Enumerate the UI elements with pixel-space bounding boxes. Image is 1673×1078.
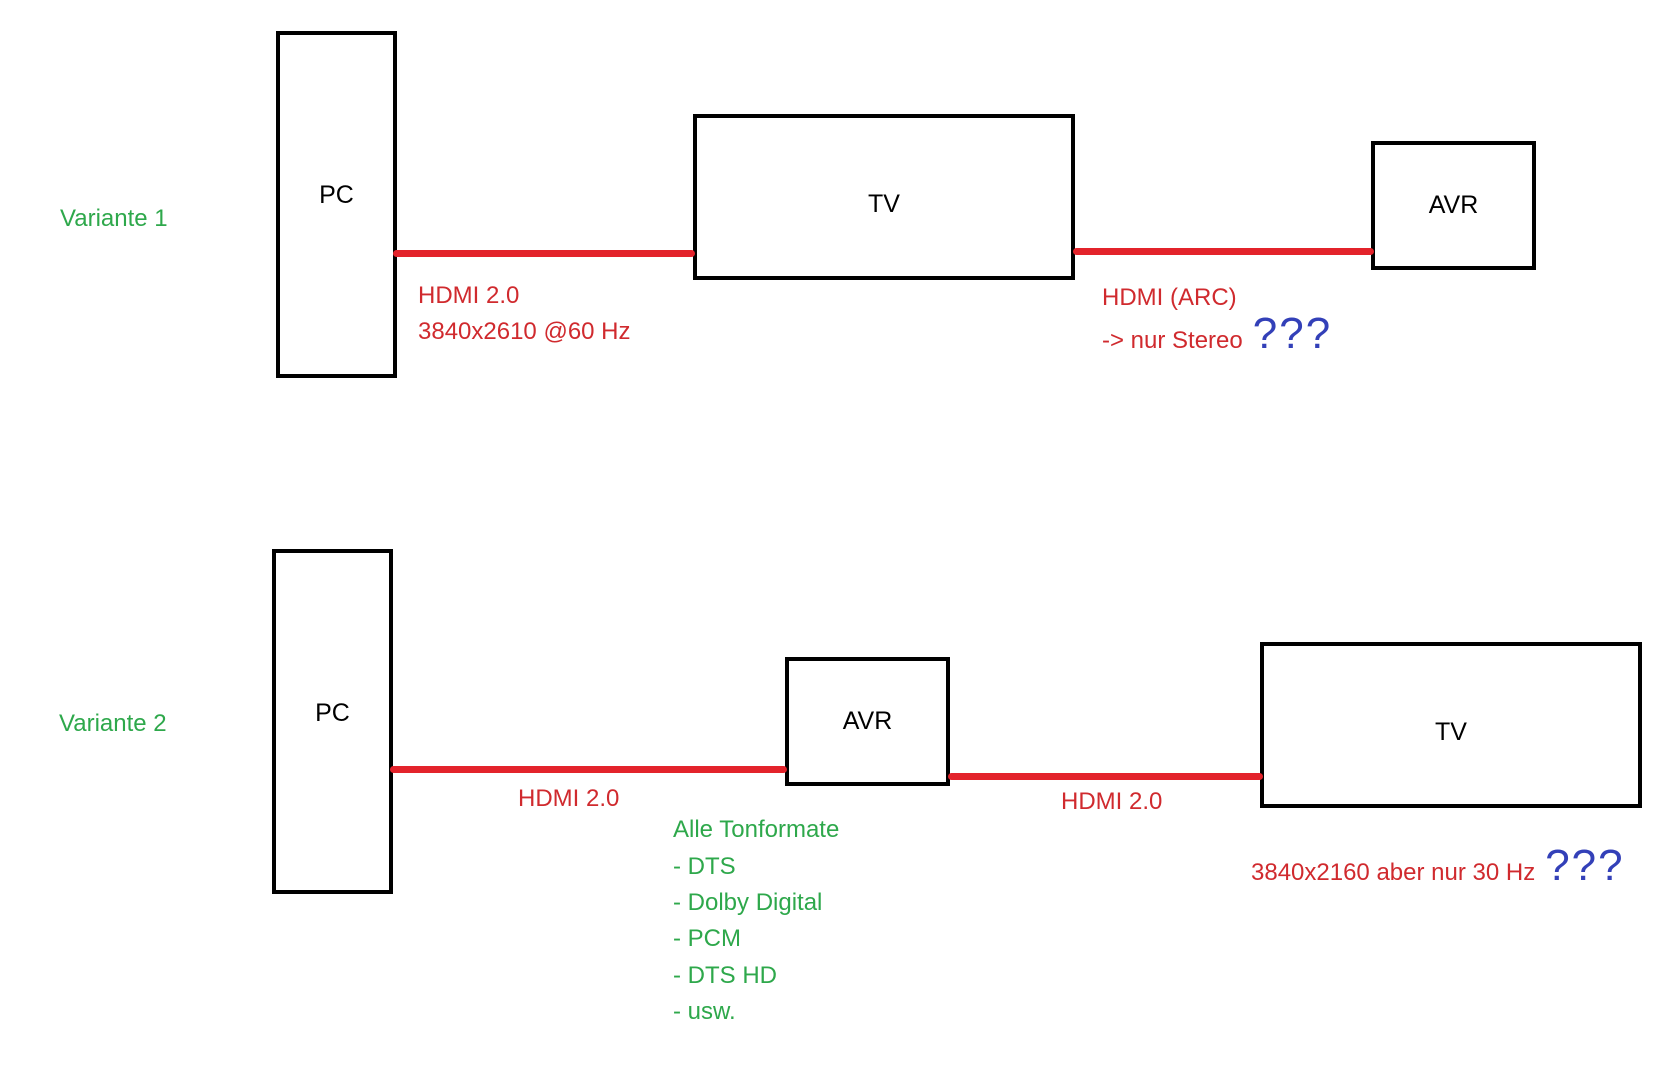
avr-label: AVR [1428, 191, 1479, 219]
variant-2-wire-pc-avr [390, 766, 787, 773]
avr-note-item: - DTS HD [673, 962, 777, 989]
tv-label: TV [868, 190, 900, 218]
avr-note-item: - DTS [673, 853, 736, 880]
avr-note-item: - Dolby Digital [673, 889, 823, 916]
avr-note-heading: Alle Tonformate [673, 816, 840, 843]
tv-resolution-note: 3840x2160 aber nur 30 Hz [1251, 859, 1536, 886]
pc-label: PC [315, 699, 350, 727]
variant-1-wire-tv-avr [1073, 248, 1374, 255]
variant-2-pc-box: PC [272, 549, 393, 894]
avr-note-item: - usw. [673, 998, 736, 1025]
variant-1-connection-1-resolution: 3840x2610 @60 Hz [418, 318, 631, 345]
avr-note-item: - PCM [673, 925, 741, 952]
variant-1-connection-2-label: HDMI (ARC) [1102, 284, 1237, 311]
variant-1-title: Variante 1 [60, 205, 168, 232]
variant-2-tv-note: 3840x2160 aber nur 30 Hz ??? [1251, 844, 1625, 888]
tv-label: TV [1435, 718, 1467, 746]
variant-2-avr-box: AVR [785, 657, 950, 786]
variant-2-title: Variante 2 [59, 710, 167, 737]
variant-1-avr-box: AVR [1371, 141, 1536, 270]
variant-2-wire-avr-tv [948, 773, 1263, 780]
variant-1-tv-box: TV [693, 114, 1075, 280]
variant-1-connection-2-detail: -> nur Stereo [1102, 327, 1243, 354]
pc-label: PC [319, 181, 354, 209]
question-marks: ??? [1545, 841, 1625, 890]
question-marks: ??? [1252, 309, 1333, 358]
variant-1-wire-pc-tv [393, 250, 695, 257]
variant-1-connection-1-label: HDMI 2.0 [418, 282, 520, 309]
variant-2-connection-2-label: HDMI 2.0 [1061, 788, 1163, 815]
variant-2-connection-1-label: HDMI 2.0 [518, 785, 620, 812]
avr-label: AVR [842, 707, 893, 735]
variant-1-connection-2-note: -> nur Stereo ??? [1102, 312, 1332, 356]
variant-1-pc-box: PC [276, 31, 397, 378]
variant-2-tv-box: TV [1260, 642, 1642, 808]
